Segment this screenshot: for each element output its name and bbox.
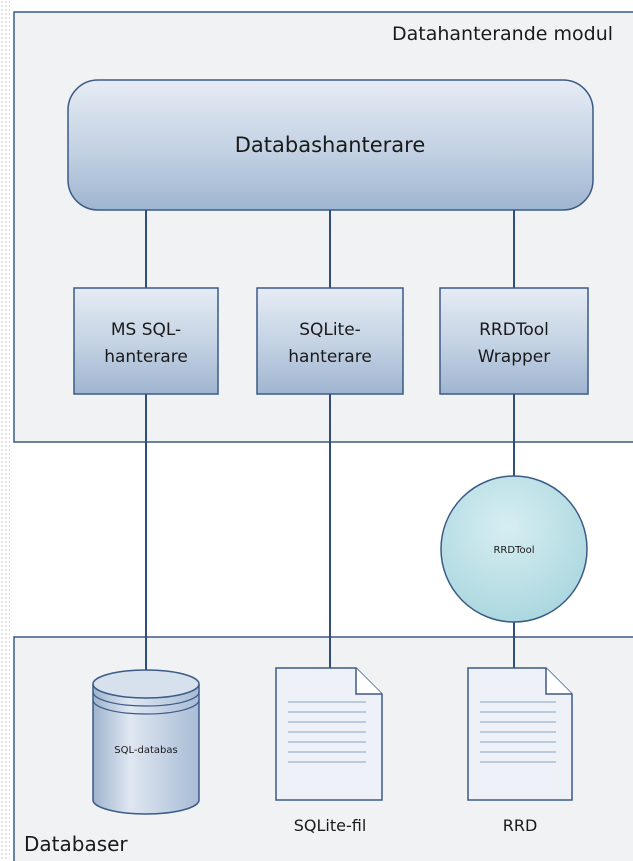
- database-manager-label: Databashanterare: [235, 133, 426, 157]
- mssql-handler-label-line1: MS SQL-: [111, 320, 181, 340]
- rrdtool-wrapper-label-line2: Wrapper: [478, 347, 550, 367]
- document-icon-rrd: RRD: [467, 667, 573, 835]
- database-cylinder-icon: SQL-databas: [92, 669, 200, 815]
- document-icon: SQLite-fil: [275, 667, 383, 835]
- rrdtool-label: RRDTool: [493, 545, 534, 556]
- rrd-label: RRD: [503, 816, 538, 835]
- mssql-handler-node: MS SQL- hanterare: [73, 287, 219, 395]
- data-module-label: Datahanterande modul: [392, 23, 613, 45]
- sqlite-handler-node: SQLite- hanterare: [256, 287, 404, 395]
- sqlite-handler-label-line2: hanterare: [288, 347, 372, 367]
- rrdtool-node: RRDTool: [440, 475, 588, 623]
- page-edge-texture: [0, 0, 10, 861]
- mssql-handler-label-line2: hanterare: [104, 347, 188, 367]
- databases-label: Databaser: [24, 832, 128, 856]
- sqlite-handler-label-line1: SQLite-: [299, 320, 361, 340]
- connectors: [145, 210, 515, 672]
- sqlite-file-label: SQLite-fil: [294, 816, 367, 835]
- rrdtool-wrapper-label-line1: RRDTool: [479, 320, 549, 340]
- database-manager-node: Databashanterare: [67, 79, 594, 211]
- rrdtool-wrapper-node: RRDTool Wrapper: [439, 287, 589, 395]
- sql-database-label: SQL-databas: [114, 745, 177, 756]
